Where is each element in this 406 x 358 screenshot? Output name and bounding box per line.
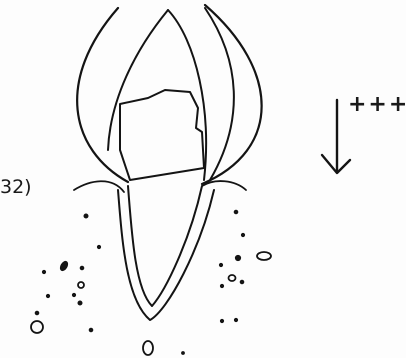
particle	[220, 284, 223, 287]
particle	[42, 270, 45, 273]
left-inner-sheath	[108, 10, 168, 150]
particle	[80, 266, 84, 270]
particle	[240, 280, 244, 284]
particle	[182, 352, 185, 355]
collar	[74, 181, 246, 192]
pebble	[229, 275, 236, 281]
particle	[89, 328, 93, 332]
pebble	[143, 341, 153, 355]
inner-root	[128, 186, 202, 306]
particle	[234, 210, 238, 214]
particle	[78, 301, 82, 305]
root-stem	[118, 186, 214, 320]
right-collar	[202, 181, 246, 190]
particle	[84, 214, 88, 218]
pebble	[31, 321, 43, 333]
figure-number-label: 32)	[0, 176, 32, 198]
cut-tissue-block	[120, 90, 204, 180]
particle	[72, 293, 75, 296]
particle	[97, 245, 100, 248]
arrow-caption-label: +++	[348, 92, 406, 117]
outer-sheaths	[77, 5, 261, 184]
particle	[35, 311, 39, 315]
particle	[241, 233, 244, 236]
pebble	[78, 282, 84, 288]
pebble	[257, 252, 271, 260]
left-collar	[74, 181, 124, 192]
center-sheath	[168, 10, 206, 180]
right-inner-sheath	[205, 8, 234, 180]
particle	[235, 255, 240, 260]
outer-root	[118, 190, 214, 320]
tissue-outline	[120, 90, 204, 180]
particle	[46, 294, 49, 297]
particle	[219, 263, 222, 266]
particle	[234, 318, 237, 321]
down-arrow	[322, 100, 350, 173]
particle	[59, 260, 69, 272]
left-outer-sheath	[77, 8, 128, 182]
particle	[220, 319, 223, 322]
right-outer-sheath	[202, 5, 262, 184]
